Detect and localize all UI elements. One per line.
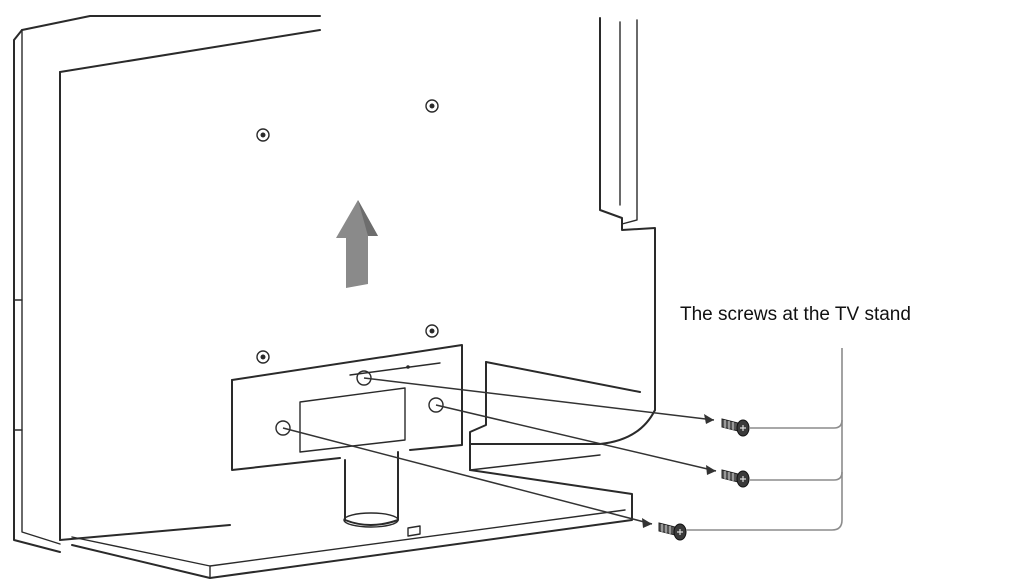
screw-removal-arrows [282,377,717,528]
tv-rear-panel [13,15,656,553]
mount-hole-bottom-left [256,350,270,364]
screw-icon [721,469,750,488]
stand-base [71,469,633,579]
callout-leader-lines [686,348,843,531]
stand-rear-brace [469,361,641,471]
mount-hole-bottom-right [425,324,439,338]
screw-icon [721,418,750,437]
up-arrow-icon [336,200,378,288]
screw-icon [658,522,687,541]
stand-neck [343,451,399,528]
stand-bracket [231,344,463,471]
mount-hole-top-left [256,128,270,142]
mount-hole-top-right [425,99,439,113]
callout-label: The screws at the TV stand [680,304,911,325]
